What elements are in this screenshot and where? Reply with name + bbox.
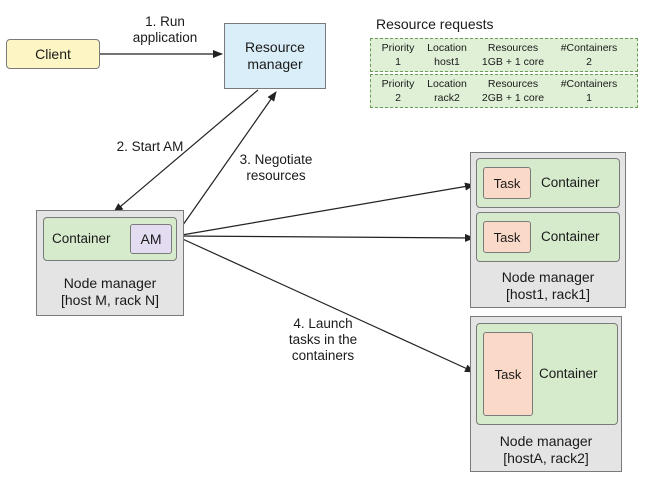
container-label: Container bbox=[539, 366, 598, 381]
arrow-rm-to-am-start bbox=[113, 89, 259, 213]
arrow-am-to-node1-container2 bbox=[175, 233, 475, 242]
node-manager-label: Node manager [hostA, rack2] bbox=[499, 433, 593, 466]
resource-requests-title: Resource requests bbox=[376, 16, 494, 32]
arrow-am-to-node1-container1 bbox=[175, 182, 475, 237]
resource-manager-box: Resource manager bbox=[224, 23, 326, 89]
am-label: AM bbox=[140, 231, 162, 247]
node-manager-hostA: Task Container Node manager [hostA, rack… bbox=[470, 316, 622, 472]
task-box: Task bbox=[483, 167, 531, 199]
step-run-application: 1. Run application bbox=[132, 14, 198, 45]
task-label: Task bbox=[493, 175, 521, 191]
container-label: Container bbox=[541, 175, 600, 190]
cell-resources: 2GB + 1 core bbox=[481, 92, 545, 104]
header-priority: Priority bbox=[381, 78, 415, 90]
header-resources: Resources bbox=[487, 42, 539, 54]
container-box: Task Container bbox=[476, 212, 620, 262]
resource-manager-label: Resource manager bbox=[245, 39, 305, 72]
cell-priority: 1 bbox=[395, 56, 401, 68]
header-priority: Priority bbox=[381, 42, 415, 54]
client-box: Client bbox=[6, 39, 100, 69]
node-manager-label: Node manager [host M, rack N] bbox=[60, 275, 160, 308]
am-container: Container AM bbox=[43, 217, 177, 261]
step-start-am: 2. Start AM bbox=[116, 139, 184, 154]
node-manager-am-host: Container AM Node manager [host M, rack … bbox=[36, 210, 184, 316]
step-negotiate-resources: 3. Negotiate resources bbox=[239, 152, 313, 183]
task-label: Task bbox=[494, 366, 522, 382]
cell-location: rack2 bbox=[434, 92, 460, 104]
client-label: Client bbox=[35, 46, 71, 62]
cell-containers: 1 bbox=[586, 92, 592, 104]
application-master-box: AM bbox=[130, 224, 172, 254]
step-launch-tasks: 4. Launch tasks in the containers bbox=[288, 316, 358, 363]
cell-resources: 1GB + 1 core bbox=[481, 56, 545, 68]
task-box: Task bbox=[483, 332, 533, 416]
header-location: Location bbox=[427, 78, 467, 90]
header-resources: Resources bbox=[487, 78, 539, 90]
task-label: Task bbox=[493, 229, 521, 245]
node-manager-host1: Task Container Task Container Node manag… bbox=[470, 152, 626, 308]
task-box: Task bbox=[483, 221, 531, 253]
header-containers: #Containers bbox=[560, 42, 618, 54]
container-box: Task Container bbox=[476, 323, 618, 425]
node-manager-label: Node manager [host1, rack1] bbox=[501, 269, 595, 302]
container-label: Container bbox=[541, 229, 600, 244]
arrow-am-to-rm-negotiate bbox=[177, 91, 277, 233]
cell-location: host1 bbox=[434, 56, 460, 68]
container-label: Container bbox=[52, 231, 111, 246]
arrow-am-to-nodeA-container bbox=[175, 235, 475, 373]
header-containers: #Containers bbox=[560, 78, 618, 90]
cell-priority: 2 bbox=[395, 92, 401, 104]
container-box: Task Container bbox=[476, 158, 620, 208]
cell-containers: 2 bbox=[586, 56, 592, 68]
resource-request-row-1: Priority Location Resources #Containers … bbox=[370, 38, 638, 72]
header-location: Location bbox=[427, 42, 467, 54]
resource-request-row-2: Priority Location Resources #Containers … bbox=[370, 74, 638, 108]
